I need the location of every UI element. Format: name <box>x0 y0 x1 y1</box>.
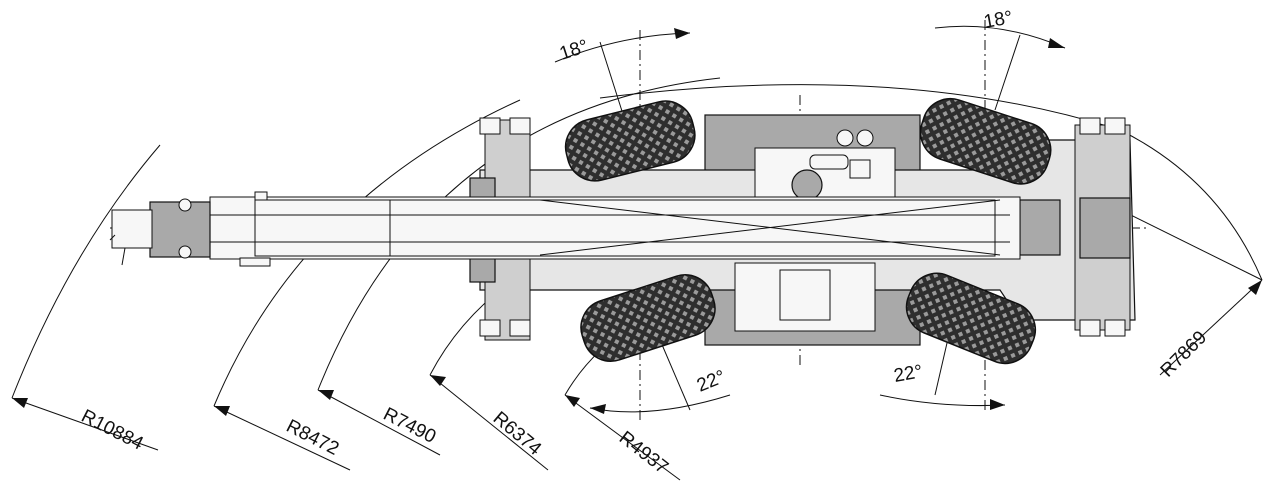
label-r7490: R7490 <box>380 404 439 448</box>
slewing-ring <box>791 169 823 201</box>
engine-block-1 <box>1019 199 1061 256</box>
arc-r7490 <box>317 77 721 391</box>
engine-block-2 <box>1079 197 1131 259</box>
label-angle-rear-bottom: 22° <box>892 361 924 387</box>
label-r6374: R6374 <box>489 408 546 460</box>
label-r4937: R4937 <box>615 427 672 478</box>
label-angle-front-bottom: 22° <box>694 366 729 396</box>
tire-rear-left <box>919 97 1052 185</box>
tire-front-right <box>580 274 716 362</box>
arc-r10884 <box>11 144 161 399</box>
telescopic-boom <box>209 191 1021 267</box>
label-angle-front-top: 18° <box>557 36 591 65</box>
label-angle-rear-top: 18° <box>982 7 1014 33</box>
label-r10884: R10884 <box>78 406 147 455</box>
tire-rear-right <box>905 272 1037 365</box>
radius-leaders <box>11 179 1263 481</box>
label-r7869: R7869 <box>1157 327 1211 381</box>
boom-head <box>109 198 211 266</box>
label-r8472: R8472 <box>283 416 342 460</box>
pulley-block <box>149 201 211 258</box>
tire-front-left <box>564 100 696 182</box>
tires <box>564 97 1052 365</box>
hook-block <box>111 209 153 249</box>
arc-r7869 <box>599 84 1263 281</box>
